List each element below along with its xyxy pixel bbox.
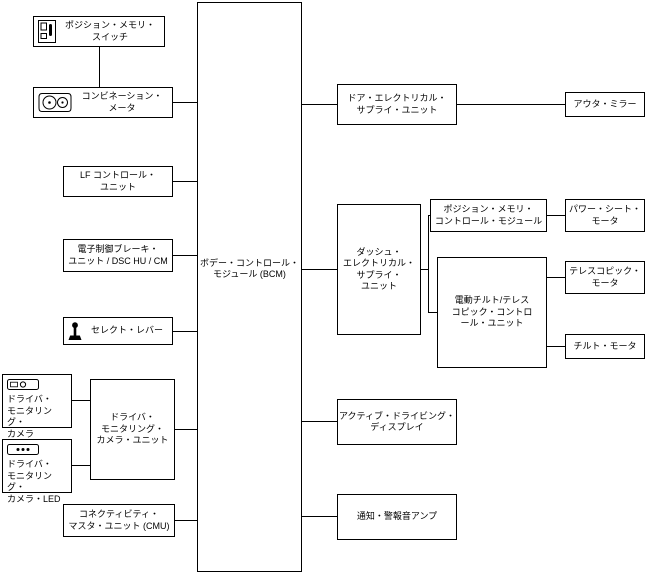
connector-line (175, 429, 197, 430)
connector-line (99, 47, 100, 87)
connector-line (173, 255, 197, 256)
node-label: ドライバ・ モニタリング・ カメラ (7, 394, 53, 439)
node-notification-alarm-amp: 通知・警報音アンプ (337, 494, 457, 540)
node-label: チルト・モータ (573, 340, 637, 351)
node-label: 電子制御ブレーキ・ ユニット / DSC HU / CM (68, 244, 168, 266)
node-label: ポジション・メモリ・ スイッチ (64, 20, 155, 42)
node-label: 通知・警報音アンプ (356, 511, 438, 522)
node-driver-monitoring-camera-unit: ドライバ・ モニタリング・ カメラ・ユニット (90, 379, 175, 480)
combination-meter-icon (38, 92, 72, 113)
node-dash-electrical-supply-unit: ダッシュ・ エレクトリカル・ サプライ・ ユニット (337, 204, 421, 335)
node-active-driving-display: アクティブ・ドライビング・ ディスプレイ (337, 399, 457, 445)
connector-line (72, 400, 90, 401)
node-label: ダッシュ・ エレクトリカル・ サプライ・ ユニット (342, 246, 415, 292)
node-position-memory-control-module: ポジション・メモリ・ コントロール・モジュール (430, 199, 547, 232)
node-label: パワー・シート・ モータ (568, 204, 641, 226)
driver-monitoring-camera-icon (7, 379, 39, 390)
connector-line (302, 421, 337, 422)
node-connectivity-master-unit: コネクティビティ・ マスタ・ユニット (CMU) (63, 504, 175, 537)
connector-line (428, 215, 429, 313)
node-label: LF コントロール・ ユニット (79, 170, 156, 192)
node-label: テレスコピック・ モータ (569, 266, 641, 288)
driver-monitoring-camera-led-icon (7, 444, 39, 455)
node-label: セレクト・レバー (90, 325, 163, 336)
connector-line (547, 346, 565, 347)
node-driver-monitoring-camera: ドライバ・ モニタリング・ カメラ (2, 374, 72, 439)
node-combination-meter: コンビネーション・ メータ (33, 87, 173, 118)
node-label: ドライバ・ モニタリング・ カメラ・LED (7, 459, 61, 504)
node-position-memory-switch: ポジション・メモリ・ スイッチ (33, 16, 165, 47)
connector-line (421, 269, 429, 270)
node-label: アクティブ・ドライビング・ ディスプレイ (338, 410, 455, 433)
node-label: コンビネーション・ メータ (81, 91, 163, 113)
connector-line (547, 277, 565, 278)
node-driver-monitoring-camera-led: ドライバ・ モニタリング・ カメラ・LED (2, 439, 72, 504)
node-bcm: ボデー・コントロール・ モジュール (BCM) (197, 2, 302, 572)
node-label: ドライバ・ モニタリング・ カメラ・ユニット (96, 412, 169, 446)
node-lf-control-unit: LF コントロール・ ユニット (63, 166, 173, 197)
connector-line (302, 104, 337, 105)
select-lever-icon (68, 321, 82, 341)
node-outer-mirror: アウタ・ミラー (565, 92, 645, 117)
node-power-seat-motor: パワー・シート・ モータ (565, 199, 645, 232)
node-label: ポジション・メモリ・ コントロール・モジュール (434, 204, 543, 226)
node-door-electrical-supply-unit: ドア・エレクトリカル・ サプライ・ユニット (337, 84, 457, 125)
position-memory-switch-icon (38, 20, 56, 43)
node-label: ボデー・コントロール・ モジュール (BCM) (199, 257, 299, 280)
connector-line (175, 520, 197, 521)
connector-line (302, 516, 337, 517)
connector-line (173, 102, 197, 103)
connector-line (173, 181, 197, 182)
node-label: ドア・エレクトリカル・ サプライ・ユニット (347, 93, 447, 115)
connector-line (457, 104, 565, 105)
node-label: アウタ・ミラー (573, 98, 637, 109)
connector-line (428, 215, 431, 216)
node-brake-unit: 電子制御ブレーキ・ ユニット / DSC HU / CM (63, 239, 173, 272)
connector-line (547, 215, 565, 216)
connector-line (428, 312, 437, 313)
connector-line (173, 331, 197, 332)
node-label: 電動チルト/テレス コピック・コントロ ール・ユニット (451, 295, 533, 329)
node-telescopic-motor: テレスコピック・ モータ (565, 261, 645, 294)
node-label: コネクティビティ・ マスタ・ユニット (CMU) (68, 509, 170, 531)
node-select-lever: セレクト・レバー (63, 317, 173, 345)
node-tilt-telescopic-control-unit: 電動チルト/テレス コピック・コントロ ール・ユニット (437, 257, 547, 368)
connector-line (72, 465, 90, 466)
connector-line (302, 269, 337, 270)
node-tilt-motor: チルト・モータ (565, 334, 645, 359)
